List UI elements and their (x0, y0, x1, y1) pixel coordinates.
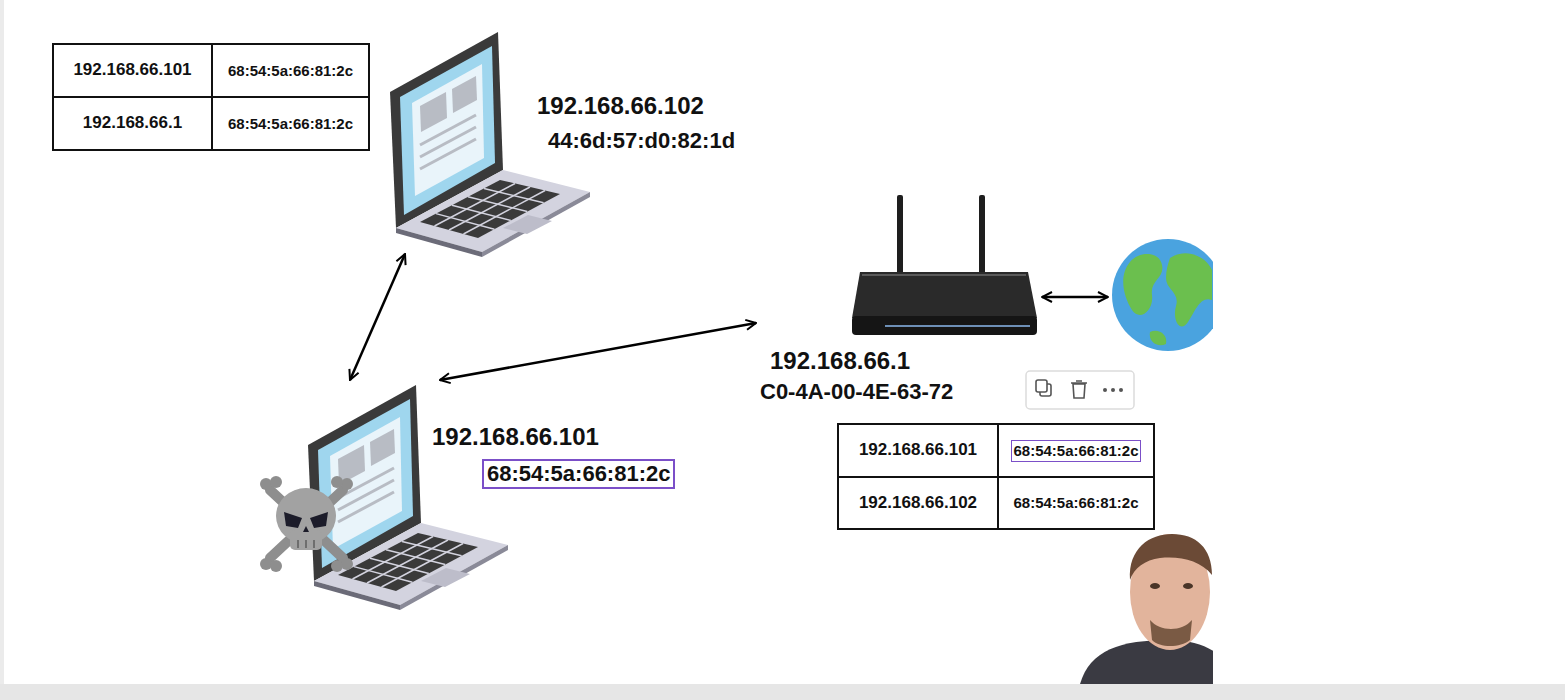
table-cell: 192.168.66.102 (837, 476, 999, 530)
table-cell: 192.168.66.1 (52, 96, 213, 151)
network-host: 192.168.66.101 68:54:5a:66:81:2c (258, 380, 702, 608)
editor-toolbar (1026, 371, 1134, 409)
router-icon (852, 195, 1037, 335)
frame-bar (0, 684, 1565, 700)
table-text: 68:54:5a:66:81:2c (1013, 494, 1138, 512)
table-text: 192.168.66.1 (83, 113, 182, 133)
table-text: 192.168.66.102 (859, 493, 977, 513)
table-cell: 68:54:5a:66:81:2c (211, 43, 370, 98)
internet-link (1042, 296, 1108, 299)
table-cell: 68:54:5a:66:81:2c (997, 423, 1155, 478)
network-link (440, 323, 756, 380)
table-cell: 68:54:5a:66:81:2c (997, 476, 1155, 530)
mac-address: C0-4A-00-4E-63-72 (760, 379, 953, 405)
ip-address: 192.168.66.102 (537, 92, 704, 121)
table-text: 192.168.66.101 (859, 440, 977, 460)
presenter-video (1080, 534, 1213, 684)
globe-icon (1112, 239, 1213, 351)
network-link (350, 254, 405, 380)
table-cell: 192.168.66.101 (837, 423, 999, 478)
network-host: 192.168.66.1C0-4A-00-4E-63-72 (756, 188, 1042, 414)
ip-address: 192.168.66.101 (432, 423, 599, 452)
skull-icon (260, 476, 353, 572)
table-cell: 192.168.66.101 (52, 43, 213, 98)
table-text: 68:54:5a:66:81:2c (228, 62, 353, 80)
mac-address: 44:6d:57:d0:82:1d (548, 128, 735, 154)
table-cell: 68:54:5a:66:81:2c (211, 96, 370, 151)
network-host: 192.168.66.102 44:6d:57:d0:82:1d (388, 28, 768, 254)
mac-address: 68:54:5a:66:81:2c (484, 461, 673, 487)
table-text: 192.168.66.101 (73, 60, 191, 80)
table-text: 68:54:5a:66:81:2c (228, 115, 353, 133)
table-text: 68:54:5a:66:81:2c (1013, 442, 1138, 460)
frame-edge (0, 0, 4, 700)
ip-address: 192.168.66.1 (770, 347, 910, 376)
